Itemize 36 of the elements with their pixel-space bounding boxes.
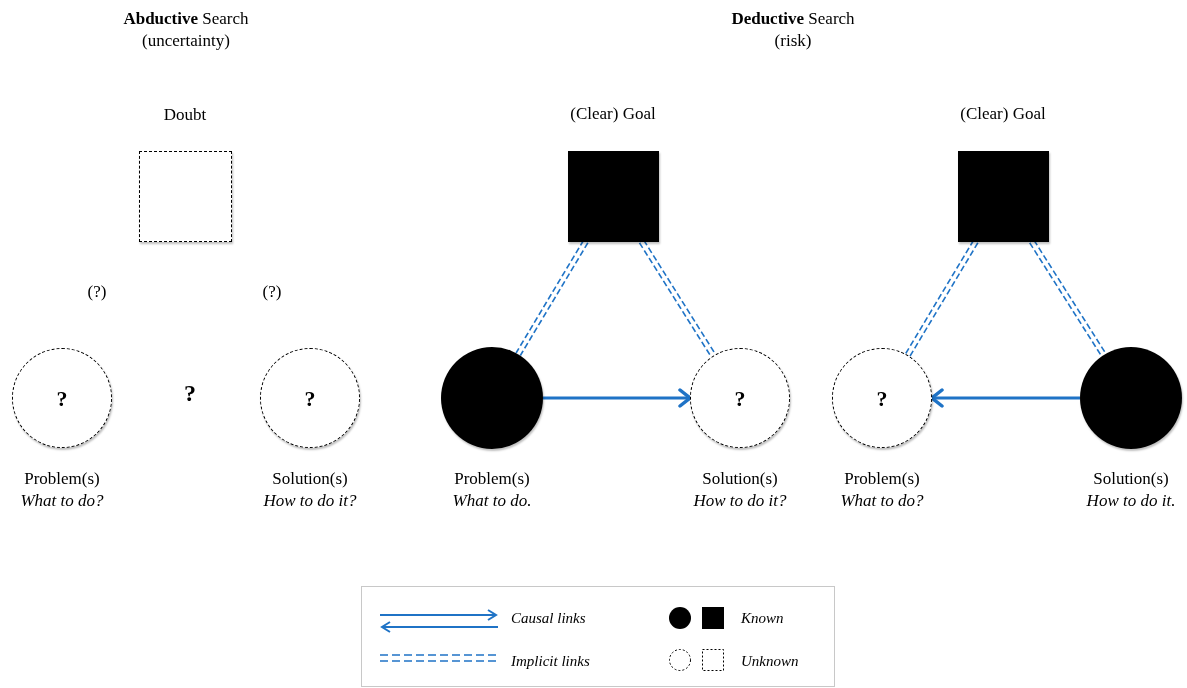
legend-label: Known [741,609,784,628]
section-heading: Abductive Search [123,8,249,30]
causal-arrow [543,388,692,408]
question-mark: ? [184,382,196,404]
node-question: How to do it. [1086,490,1176,512]
node-heading: (Clear) Goal [960,102,1046,125]
legend-label: Unknown [741,652,799,671]
causal-arrow [930,388,1080,408]
node-heading: Doubt [163,103,207,126]
node-heading: (Clear) Goal [570,102,656,125]
legend-label: Implicit links [511,652,590,671]
question-mark: ? [56,384,68,413]
question-label: (?) [262,281,282,303]
node-question: How to do it? [263,490,357,512]
node-caption: Problem(s) [24,468,100,490]
section-subheading: (uncertainty) [142,30,230,52]
node-question: What to do? [840,490,924,512]
node-caption: Problem(s) [844,468,920,490]
implicit-link [638,239,717,358]
node-question: What to do? [20,490,104,512]
implicit-link [515,239,589,356]
implicit-link [1029,239,1107,357]
section-subheading: (risk) [774,30,812,52]
question-mark: ? [734,384,746,413]
implicit-link [904,239,979,357]
node-caption: Problem(s) [454,468,530,490]
node-caption: Solution(s) [702,468,778,490]
node-caption: Solution(s) [272,468,348,490]
legend-label: Causal links [511,609,586,628]
node-question: How to do it? [693,490,787,512]
node-question: What to do. [452,490,532,512]
section-heading: Deductive Search [731,8,855,30]
question-label: (?) [87,281,107,303]
question-mark: ? [304,384,316,413]
node-caption: Solution(s) [1093,468,1169,490]
question-mark: ? [876,384,888,413]
